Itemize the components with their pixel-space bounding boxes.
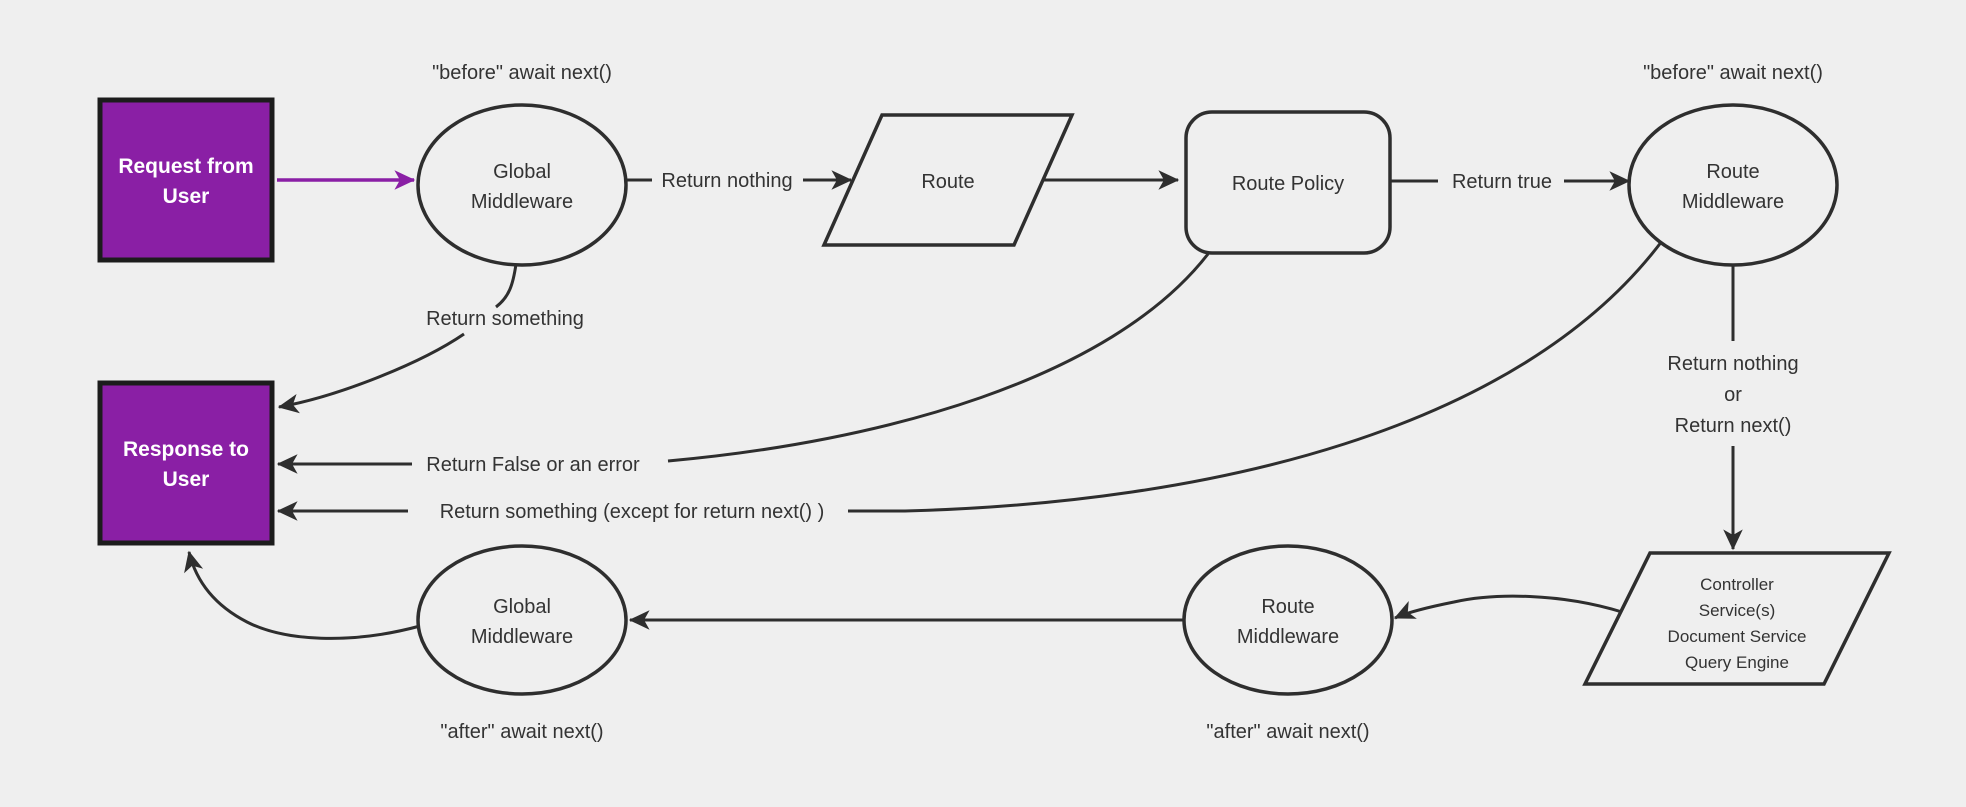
edge-global-middleware-bottom-to-response <box>184 550 421 640</box>
edge-global-middleware-to-response: Return something <box>277 263 584 414</box>
ellipse <box>1627 103 1839 267</box>
node-label-line-1: Global <box>493 596 551 618</box>
node-label-line-2: Middleware <box>471 191 573 213</box>
node-label-line-1: Request from <box>118 155 253 178</box>
ellipse <box>1182 544 1394 696</box>
edge-controller-to-route-middleware-bottom <box>1393 594 1623 620</box>
edge-label-line-1: Return nothing <box>1667 353 1798 375</box>
node-route-policy: Route Policy <box>1184 110 1392 255</box>
node-note-after-await-next: "after" await next() <box>440 721 603 743</box>
node-label: Route <box>921 171 974 193</box>
node-label-line-1: Route <box>1261 596 1314 618</box>
node-response-to-user: Response to User <box>97 380 275 546</box>
edge-label-return-something: Return something <box>426 308 584 330</box>
edge-label-line-2: or <box>1724 384 1742 406</box>
node-note-before-await-next: "before" await next() <box>432 62 612 84</box>
parallelogram <box>821 113 1075 247</box>
request-box <box>97 97 275 263</box>
node-label-line-1: Controller <box>1700 575 1774 594</box>
ellipse <box>416 544 628 696</box>
ellipse <box>416 103 628 267</box>
node-note-after-await-next: "after" await next() <box>1206 721 1369 743</box>
edge-route-middleware-to-response: Return something (except for return next… <box>276 240 1664 523</box>
node-label-line-2: Middleware <box>471 626 573 648</box>
node-label-line-2: Middleware <box>1682 191 1784 213</box>
node-controller-stack: Controller Service(s) Document Service Q… <box>1582 551 1892 686</box>
node-label-line-1: Global <box>493 161 551 183</box>
node-label-line-4: Query Engine <box>1685 653 1789 672</box>
node-label-line-1: Route <box>1706 161 1759 183</box>
edge-route-middleware-to-controller: Return nothing or Return next() <box>1667 264 1799 551</box>
edge-route-policy-to-response: Return False or an error <box>276 253 1210 476</box>
edge-line <box>1393 594 1623 620</box>
node-label-line-2: User <box>163 468 210 491</box>
edge-label-line-3: Return next() <box>1675 415 1792 437</box>
node-label-line-2: User <box>163 185 210 208</box>
edge-label-return-nothing: Return nothing <box>661 170 792 192</box>
node-note-before-await-next: "before" await next() <box>1643 62 1823 84</box>
node-label-line-2: Service(s) <box>1699 601 1776 620</box>
node-global-middleware-bottom: Global Middleware "after" await next() <box>416 544 628 743</box>
edge-line <box>848 240 1664 513</box>
node-label: Route Policy <box>1232 173 1344 195</box>
node-route: Route <box>821 113 1075 247</box>
node-global-middleware-top: "before" await next() Global Middleware <box>416 62 628 267</box>
rounded-rect <box>1184 110 1392 255</box>
edge-line <box>184 550 421 640</box>
edge-route-policy-to-route-middleware: Return true <box>1391 171 1631 193</box>
node-label-line-3: Document Service <box>1668 627 1807 646</box>
response-box <box>97 380 275 546</box>
node-route-middleware-bottom: Route Middleware "after" await next() <box>1182 544 1394 743</box>
node-label-line-1: Response to <box>123 438 249 461</box>
node-request-from-user: Request from User <box>97 97 275 263</box>
edge-label-return-true: Return true <box>1452 171 1552 193</box>
node-route-middleware-top: "before" await next() Route Middleware <box>1627 62 1839 267</box>
edge-line <box>277 332 465 414</box>
parallelogram <box>1582 551 1892 686</box>
edge-line <box>667 253 1210 463</box>
node-label-line-2: Middleware <box>1237 626 1339 648</box>
edge-line <box>495 263 518 309</box>
edge-label-return-false: Return False or an error <box>426 454 640 476</box>
edge-label-return-something-except: Return something (except for return next… <box>440 501 825 523</box>
edge-global-middleware-to-route: Return nothing <box>626 170 853 192</box>
